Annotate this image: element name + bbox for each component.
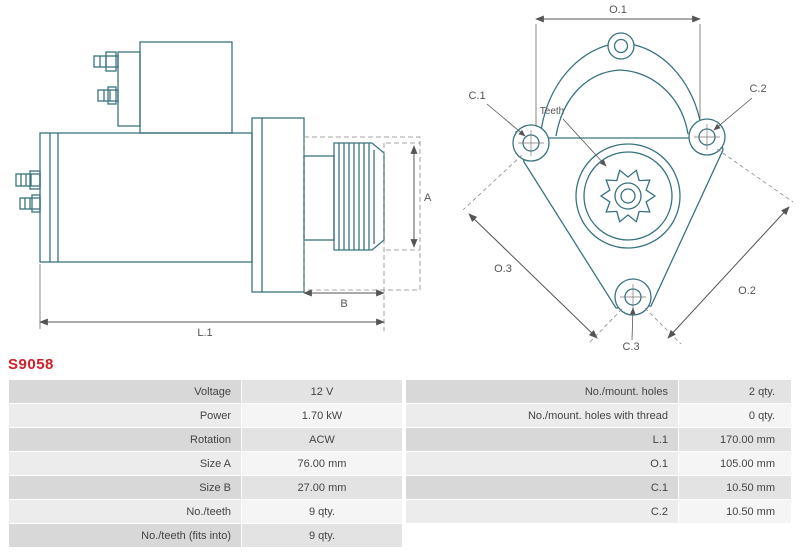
table-row: Power 1.70 kW <box>8 403 403 428</box>
dim-label-c3: C.3 <box>622 341 639 352</box>
arch-apex-hole <box>613 38 629 54</box>
table-row: C.2 10.50 mm <box>404 499 793 524</box>
dim-label-c2: C.2 <box>749 83 766 95</box>
spec-label: Size A <box>8 451 242 476</box>
table-row: No./teeth 9 qty. <box>8 499 403 524</box>
table-row: Size B 27.00 mm <box>8 475 403 500</box>
dim-label-o2: O.2 <box>738 285 756 297</box>
specs-tables: Voltage 12 V Power 1.70 kW Rotation ACW … <box>8 379 793 548</box>
spec-label: No./teeth <box>8 499 242 524</box>
dim-label-o1: O.1 <box>609 4 627 16</box>
terminal-studs <box>15 170 41 213</box>
spec-value: 12 V <box>241 379 403 404</box>
starter-drawing-svg: A B L.1 <box>15 4 794 353</box>
teeth-label: Teeth <box>540 106 564 117</box>
spec-value: 2 qty. <box>677 379 793 404</box>
table-row: Size A 76.00 mm <box>8 451 403 476</box>
dim-label-l1: L.1 <box>197 327 212 339</box>
motor-body <box>39 132 253 263</box>
center-boss <box>575 143 681 249</box>
dim-label-c1: C.1 <box>468 90 485 102</box>
spec-label: Voltage <box>8 379 242 404</box>
table-row: No./mount. holes 2 qty. <box>404 379 793 404</box>
spec-value: ACW <box>241 427 403 452</box>
spec-label: No./mount. holes <box>404 379 679 404</box>
spec-value: 9 qty. <box>241 523 403 548</box>
table-row: Rotation ACW <box>8 427 403 452</box>
dim-label-b: B <box>340 298 347 310</box>
dim-label-o3: O.3 <box>494 263 512 275</box>
spec-value: 170.00 mm <box>677 427 793 452</box>
spec-label: No./mount. holes with thread <box>404 403 679 428</box>
table-row: No./teeth (fits into) 9 qty. <box>8 523 403 548</box>
side-view-construction-lines <box>303 136 421 331</box>
specs-table-right: No./mount. holes 2 qty. No./mount. holes… <box>404 379 793 524</box>
spec-value: 10.50 mm <box>677 499 793 524</box>
dim-label-a: A <box>424 192 432 204</box>
hole-center-marks <box>518 124 720 310</box>
spec-label: C.2 <box>404 499 679 524</box>
spec-value: 0 qty. <box>677 403 793 428</box>
drive-end-flange <box>251 117 305 293</box>
pinion-gear <box>303 142 385 251</box>
solenoid <box>93 41 233 134</box>
spec-label: Rotation <box>8 427 242 452</box>
spec-label: C.1 <box>404 475 679 500</box>
spec-value: 27.00 mm <box>241 475 403 500</box>
part-number: S9058 <box>8 356 54 373</box>
table-row: O.1 105.00 mm <box>404 451 793 476</box>
spec-label: O.1 <box>404 451 679 476</box>
spline-teeth <box>599 169 657 223</box>
table-row: L.1 170.00 mm <box>404 427 793 452</box>
table-row: Voltage 12 V <box>8 379 403 404</box>
spec-label: Size B <box>8 475 242 500</box>
spec-value: 10.50 mm <box>677 475 793 500</box>
arch-apex-lobe <box>607 32 635 60</box>
spec-label: L.1 <box>404 427 679 452</box>
side-view-dimensions <box>39 145 418 329</box>
spec-label: Power <box>8 403 242 428</box>
side-view-drawing <box>15 41 385 293</box>
top-arch-inner <box>555 69 689 137</box>
front-view-dimensions <box>468 15 790 341</box>
table-row: No./mount. holes with thread 0 qty. <box>404 403 793 428</box>
technical-drawing: A B L.1 <box>15 4 794 353</box>
spec-value: 76.00 mm <box>241 451 403 476</box>
spec-label: No./teeth (fits into) <box>8 523 242 548</box>
table-row: C.1 10.50 mm <box>404 475 793 500</box>
spec-value: 105.00 mm <box>677 451 793 476</box>
specs-table-left: Voltage 12 V Power 1.70 kW Rotation ACW … <box>8 379 403 548</box>
spec-value: 1.70 kW <box>241 403 403 428</box>
front-view-drawing <box>512 32 726 316</box>
spec-value: 9 qty. <box>241 499 403 524</box>
